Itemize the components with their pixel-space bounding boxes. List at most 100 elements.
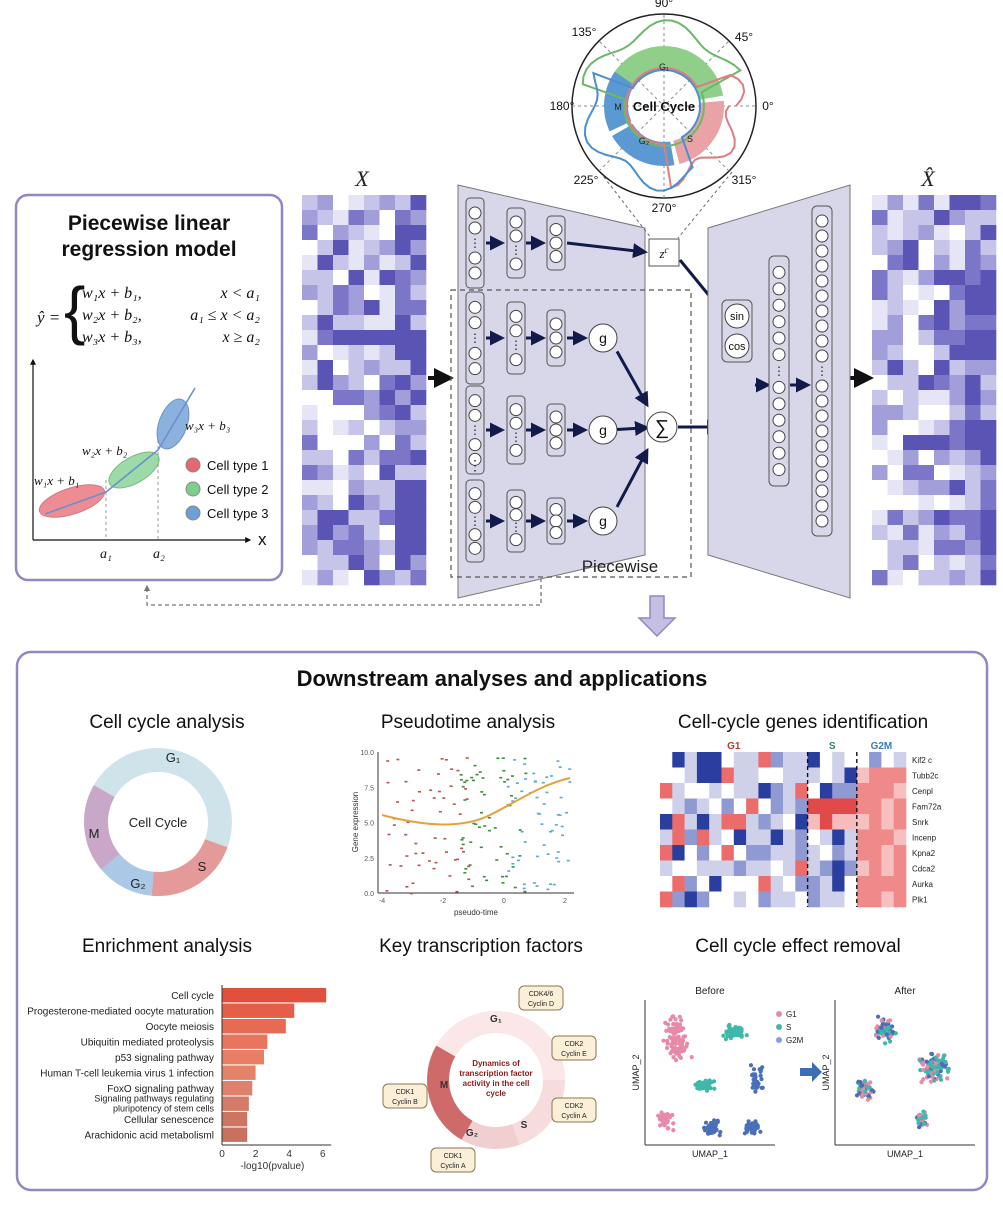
umap-point	[930, 1074, 935, 1080]
neuron-node	[815, 409, 829, 423]
umap-ylabel: UMAP_2	[821, 1054, 831, 1090]
umap-point	[945, 1066, 950, 1071]
matrix-cell	[903, 195, 919, 211]
enrichment-bar	[222, 1034, 268, 1049]
umap-point	[930, 1064, 935, 1069]
umap-point	[941, 1053, 947, 1058]
matrix-cell	[903, 315, 919, 331]
umap-panel-title: Before	[695, 986, 725, 997]
pseudo-point	[532, 772, 536, 775]
gene-heat-cell	[758, 860, 771, 877]
matrix-cell	[379, 240, 396, 256]
gene-heat-cell	[709, 829, 722, 846]
pseudo-ytick: 10.0	[360, 750, 374, 757]
matrix-cell	[395, 510, 411, 526]
neuron-node	[772, 282, 786, 296]
zc-label: zc	[658, 245, 668, 261]
matrix-cell	[333, 465, 349, 481]
gene-heat-cell	[795, 752, 808, 768]
matrix-cell	[410, 225, 427, 241]
pseudo-point	[399, 865, 403, 867]
umap-legend-label: G2M	[786, 1036, 804, 1045]
matrix-cell	[348, 375, 365, 391]
pseudo-point	[410, 809, 414, 812]
enrichment-bar	[222, 1127, 248, 1142]
umap-point	[661, 1113, 667, 1118]
pseudo-point	[433, 837, 437, 839]
matrix-cell	[302, 300, 318, 316]
neuron-node	[772, 413, 786, 427]
matrix-cell	[302, 375, 318, 391]
neuron-node	[815, 319, 829, 333]
pseudo-point	[482, 875, 486, 878]
matrix-cell	[918, 510, 935, 526]
matrix-cell	[302, 555, 318, 571]
umap-point	[698, 1083, 703, 1088]
matrix-cell	[934, 420, 950, 436]
zc-node	[648, 238, 680, 267]
gene-heat-cell	[832, 845, 845, 861]
neuron-node	[772, 348, 786, 362]
matrix-cell	[302, 525, 318, 541]
tf-s-segment	[511, 1079, 565, 1145]
matrix-cell	[965, 360, 981, 376]
matrix-cell	[317, 285, 334, 301]
umap-point	[929, 1060, 934, 1065]
matrix-cell	[934, 345, 950, 361]
gene-heat-cell	[758, 891, 771, 908]
tf-cdk-label: CDK2	[565, 1041, 584, 1048]
umap-point	[876, 1014, 881, 1019]
matrix-cell	[918, 285, 935, 301]
umap-point	[672, 1039, 677, 1044]
gene-row-label: Kpna2	[912, 849, 936, 858]
gene-heat-cell	[869, 891, 882, 908]
gene-phase-label: G2M	[871, 741, 893, 752]
matrix-cell	[395, 405, 411, 421]
neuron-node	[549, 236, 563, 250]
a1-tick-label: a₁	[100, 547, 112, 562]
matrix-cell	[918, 525, 935, 541]
sum-node	[646, 411, 678, 443]
pseudo-xlabel: pseudo-time	[454, 908, 499, 917]
matrix-cell	[980, 255, 997, 271]
gene-heat-cell	[819, 876, 833, 892]
matrix-cell	[872, 405, 888, 421]
matrix-cell	[410, 420, 427, 436]
matrix-cell	[949, 555, 966, 571]
equation-expr-1: w₁x + b₁,	[82, 285, 142, 302]
pseudo-point	[462, 850, 466, 853]
gene-heat-cell	[672, 876, 685, 892]
pseudo-point	[479, 811, 483, 814]
neuron-node	[772, 331, 786, 345]
pseudo-point	[461, 837, 465, 839]
umap-point	[888, 1034, 893, 1039]
neuron-node	[815, 244, 829, 258]
pseudo-point	[520, 790, 524, 793]
matrix-cell	[949, 450, 966, 466]
matrix-cell	[364, 255, 380, 271]
matrix-cell	[348, 345, 365, 361]
equation-cond-1: x < a₁	[220, 285, 260, 302]
pseudo-point	[436, 773, 440, 775]
gene-heat-cell	[844, 860, 858, 877]
matrix-cell	[965, 270, 981, 286]
matrix-cell	[903, 540, 919, 556]
matrix-cell	[934, 435, 950, 451]
matrix-cell	[949, 225, 966, 241]
umap-point	[738, 1026, 744, 1031]
gene-heat-cell	[672, 798, 685, 815]
matrix-cell	[364, 510, 380, 526]
matrix-cell	[980, 330, 997, 346]
enrichment-term-label: Cell cycle	[171, 991, 214, 1002]
gene-heat-cell	[856, 767, 870, 784]
matrix-cell	[333, 270, 349, 286]
matrix-cell	[379, 285, 396, 301]
matrix-cell	[918, 270, 935, 286]
gene-heat-cell	[869, 814, 882, 830]
pseudo-point	[483, 825, 487, 827]
matrix-cell	[317, 390, 334, 406]
umap-point	[876, 1035, 881, 1040]
gene-heat-cell	[684, 829, 698, 846]
matrix-cell	[980, 300, 997, 316]
cell-cycle-analysis-title: Cell cycle analysis	[89, 712, 244, 733]
